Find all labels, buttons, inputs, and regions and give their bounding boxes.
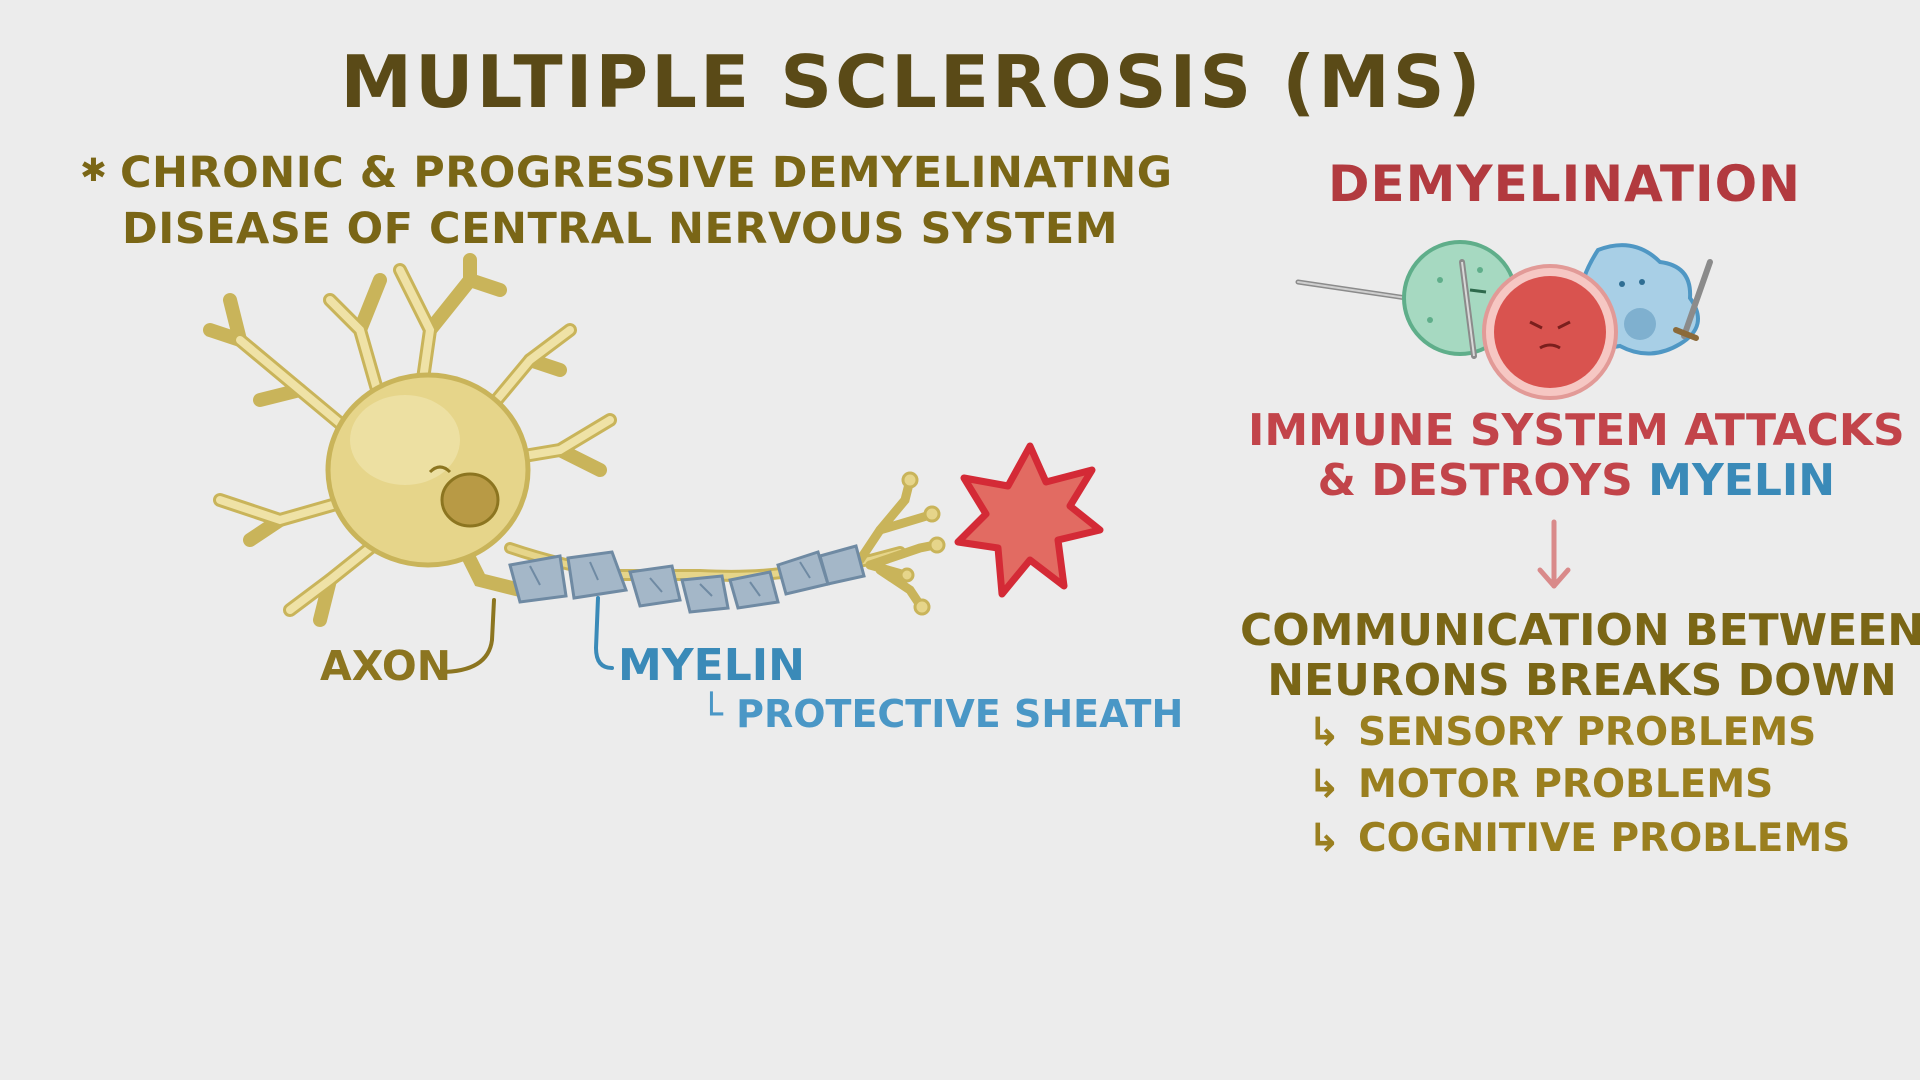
myelin-label: MYELIN xyxy=(618,640,805,691)
sheath-text: PROTECTIVE SHEATH xyxy=(736,692,1184,736)
problem-label: SENSORY PROBLEMS xyxy=(1358,710,1817,755)
axon-label: AXON xyxy=(320,642,452,690)
page-title: MULTIPLE SCLEROSIS (MS) xyxy=(340,40,1484,124)
problem-item: ↳ MOTOR PROBLEMS xyxy=(1308,762,1773,807)
definition-bullet: ✱ CHRONIC & PROGRESSIVE DEMYELINATING DIS… xyxy=(80,142,1173,257)
problem-item: ↳ COGNITIVE PROBLEMS xyxy=(1308,816,1850,861)
definition-line-1: CHRONIC & PROGRESSIVE DEMYELINATING xyxy=(120,148,1173,198)
definition-line-2: DISEASE of CENTRAL NERVOUS SYSTEM xyxy=(122,204,1119,254)
protective-sheath-label: └ PROTECTIVE SHEATH xyxy=(700,692,1183,736)
return-arrow-icon: ↳ xyxy=(1308,762,1341,807)
down-arrow-icon xyxy=(1537,519,1571,589)
immune-attack-text: IMMUNE SYSTEM ATTACKS & DESTROYS MYELIN xyxy=(1248,406,1905,506)
sheath-arrow-icon: └ xyxy=(700,692,723,736)
attack-myelin-word: MYELIN xyxy=(1648,455,1836,506)
return-arrow-icon: ↳ xyxy=(1308,816,1341,861)
immune-cells-with-swords xyxy=(1295,240,1713,400)
attack-line-2-prefix: & DESTROYS xyxy=(1317,455,1633,506)
damaged-myelin-sheath xyxy=(508,544,866,614)
communication-breakdown-text: COMMUNICATION BETWEEN NEURONS BREAKS DOW… xyxy=(1240,606,1920,706)
problem-label: MOTOR PROBLEMS xyxy=(1358,762,1774,807)
problem-label: COGNITIVE PROBLEMS xyxy=(1358,816,1851,861)
neuron-illustration xyxy=(203,253,946,627)
attack-line-1: IMMUNE SYSTEM ATTACKS xyxy=(1248,405,1905,456)
problem-item: ↳ SENSORY PROBLEMS xyxy=(1308,710,1816,755)
demyelination-heading: DEMYELINATION xyxy=(1328,155,1801,213)
result-line-1: COMMUNICATION BETWEEN xyxy=(1240,605,1920,656)
return-arrow-icon: ↳ xyxy=(1308,710,1341,755)
result-line-2: NEURONS BREAKS DOWN xyxy=(1267,655,1897,706)
asterisk-icon: ✱ xyxy=(80,151,108,189)
attack-line-2: & DESTROYS MYELIN xyxy=(1248,456,1905,506)
star-burst-icon xyxy=(954,442,1104,598)
